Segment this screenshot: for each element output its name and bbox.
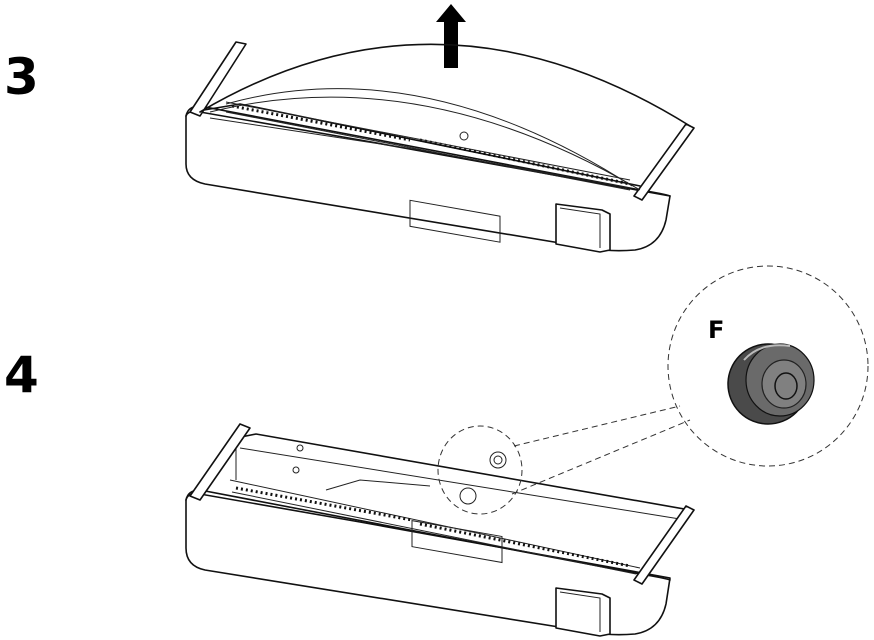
drawer-box-step-4 (185, 423, 695, 637)
step-4: 4 (4, 265, 869, 637)
step-number-4: 4 (4, 346, 39, 404)
step-number-3: 3 (4, 48, 39, 106)
rubber-bumper-icon (727, 343, 815, 425)
detail-circle-small (437, 425, 523, 515)
step-3: 3 (4, 4, 695, 253)
callout-connector (511, 405, 691, 495)
drawer-box-step-3 (185, 41, 695, 253)
detail-circle-large: F (667, 265, 869, 467)
up-arrow-icon (436, 4, 466, 68)
part-label-f: F (708, 316, 724, 344)
